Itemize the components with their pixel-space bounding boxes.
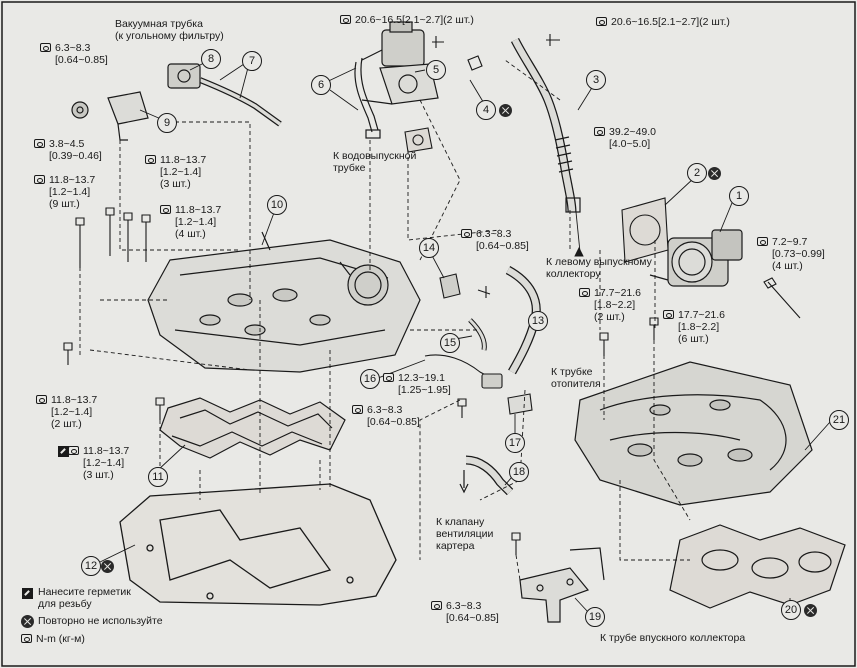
callout-19: 19 (585, 607, 605, 627)
label-to-pcv-valve: К клапану вентиляции картера (436, 516, 494, 552)
sealant-icon (22, 588, 33, 599)
torque-11-8-3pc: 11.8~13.7 [1.2~1.4] (3 шт.) (145, 154, 206, 190)
label-to-heater-tube: К трубке отопителя (551, 366, 601, 390)
callout-4: 4 (476, 100, 496, 120)
vacuum-bracket (71, 91, 149, 141)
pcv-hose (459, 455, 514, 496)
torque-icon (461, 229, 472, 238)
bracket-17 (507, 393, 533, 415)
torque-12-3: 12.3~19.1 [1.25~1.95] (383, 372, 451, 396)
sealant-icon (58, 446, 69, 457)
sensor-16 (424, 354, 503, 389)
egr-gasket (404, 55, 483, 153)
torque-6-3-low: 6.3~8.3 [0.64~0.85] (352, 404, 420, 428)
bracket-19 (519, 547, 605, 623)
callout-14: 14 (419, 238, 439, 258)
torque-icon (21, 634, 32, 643)
callout-7: 7 (242, 51, 262, 71)
callout-17: 17 (505, 433, 525, 453)
torque-11-8-9pc: 11.8~13.7 [1.2~1.4] (9 шт.) (34, 174, 95, 210)
leader-lines (79, 59, 691, 581)
torque-icon (68, 446, 79, 455)
torque-icon (160, 205, 171, 214)
callout-20: 20 (781, 600, 801, 620)
torque-icon (594, 127, 605, 136)
callout-10: 10 (267, 195, 287, 215)
callout-11: 11 (148, 467, 168, 487)
torque-3-8: 3.8~4.5 [0.39~0.46] (34, 138, 102, 162)
torque-icon (34, 139, 45, 148)
do-not-reuse-icon (708, 167, 721, 180)
callout-13: 13 (528, 311, 548, 331)
torque-17-7-2pc: 17.7~21.6 [1.8~2.2] (2 шт.) (579, 287, 641, 323)
throttle-gasket (621, 197, 669, 263)
do-not-reuse-icon (804, 604, 817, 617)
do-not-reuse-icon (21, 615, 34, 628)
torque-icon (36, 395, 47, 404)
gasket-20 (669, 524, 846, 609)
gasket-12 (119, 483, 397, 606)
egr-tube (510, 37, 581, 213)
callout-21: 21 (829, 410, 849, 430)
torque-icon (352, 405, 363, 414)
torque-icon (663, 310, 674, 319)
torque-icon (40, 43, 51, 52)
torque-icon (34, 175, 45, 184)
connector-15 (468, 318, 487, 351)
label-vacuum-tube: Вакуумная трубка (к угольному фильтру) (115, 18, 224, 42)
torque-icon (431, 601, 442, 610)
torque-39-2: 39.2~49.0 [4.0~5.0] (594, 126, 656, 150)
legend-do-not-reuse: Повторно не используйте (38, 615, 163, 627)
throttle-body (649, 229, 743, 287)
callout-5: 5 (426, 60, 446, 80)
callout-12: 12 (81, 556, 101, 576)
upper-intake-collector (147, 231, 421, 373)
torque-11-8-4pc: 11.8~13.7 [1.2~1.4] (4 шт.) (160, 204, 221, 240)
torque-icon (579, 288, 590, 297)
callout-3: 3 (586, 70, 606, 90)
torque-6-3-bottom: 6.3~8.3 [0.64~0.85] (431, 600, 499, 624)
callout-6: 6 (311, 75, 331, 95)
label-to-intake-manifold: К трубе впускного коллектора (600, 632, 746, 644)
do-not-reuse-icon (101, 560, 114, 573)
vacuum-hose (167, 63, 282, 127)
torque-7-2: 7.2~9.7 [0.73~0.99] (4 шт.) (757, 236, 825, 272)
torque-11-8-2pc: 11.8~13.7 [1.2~1.4] (2 шт.) (36, 394, 97, 430)
do-not-reuse-icon (499, 104, 512, 117)
sensor-14 (439, 273, 461, 299)
torque-6-3-mid: 6.3~8.3 [0.64~0.85] (461, 228, 529, 252)
torque-icon (383, 373, 394, 382)
torque-icon (340, 15, 351, 24)
legend-torque: N-m (кг-м) (21, 633, 85, 645)
torque-11-8-3pc-b: 11.8~13.7 [1.2~1.4] (3 шт.) (68, 445, 129, 481)
callout-2: 2 (687, 163, 707, 183)
callout-15: 15 (440, 333, 460, 353)
callout-16: 16 (360, 369, 380, 389)
callout-18: 18 (509, 462, 529, 482)
legend-sealant: Нанесите герметик для резьбу (38, 586, 131, 610)
torque-6-3-top: 6.3~8.3 [0.64~0.85] (40, 42, 108, 66)
gasket-11 (159, 397, 346, 459)
egr-pipes (354, 57, 381, 139)
callout-1: 1 (729, 186, 749, 206)
torque-icon (145, 155, 156, 164)
torque-20-6-left: 20.6~16.5[2.1~2.7](2 шт.) (340, 14, 474, 26)
callout-8: 8 (201, 49, 221, 69)
torque-icon (596, 17, 607, 26)
lower-intake-manifold (574, 361, 813, 506)
label-to-water-outlet: К водовыпускной трубке (333, 150, 417, 174)
egr-valve (361, 21, 439, 105)
torque-20-6-right: 20.6~16.5[2.1~2.7](2 шт.) (596, 16, 730, 28)
torque-icon (757, 237, 768, 246)
callout-9: 9 (157, 113, 177, 133)
label-to-left-exhaust: К левому выпускному коллектору (546, 256, 652, 280)
torque-17-7-6pc: 17.7~21.6 [1.8~2.2] (6 шт.) (663, 309, 725, 345)
